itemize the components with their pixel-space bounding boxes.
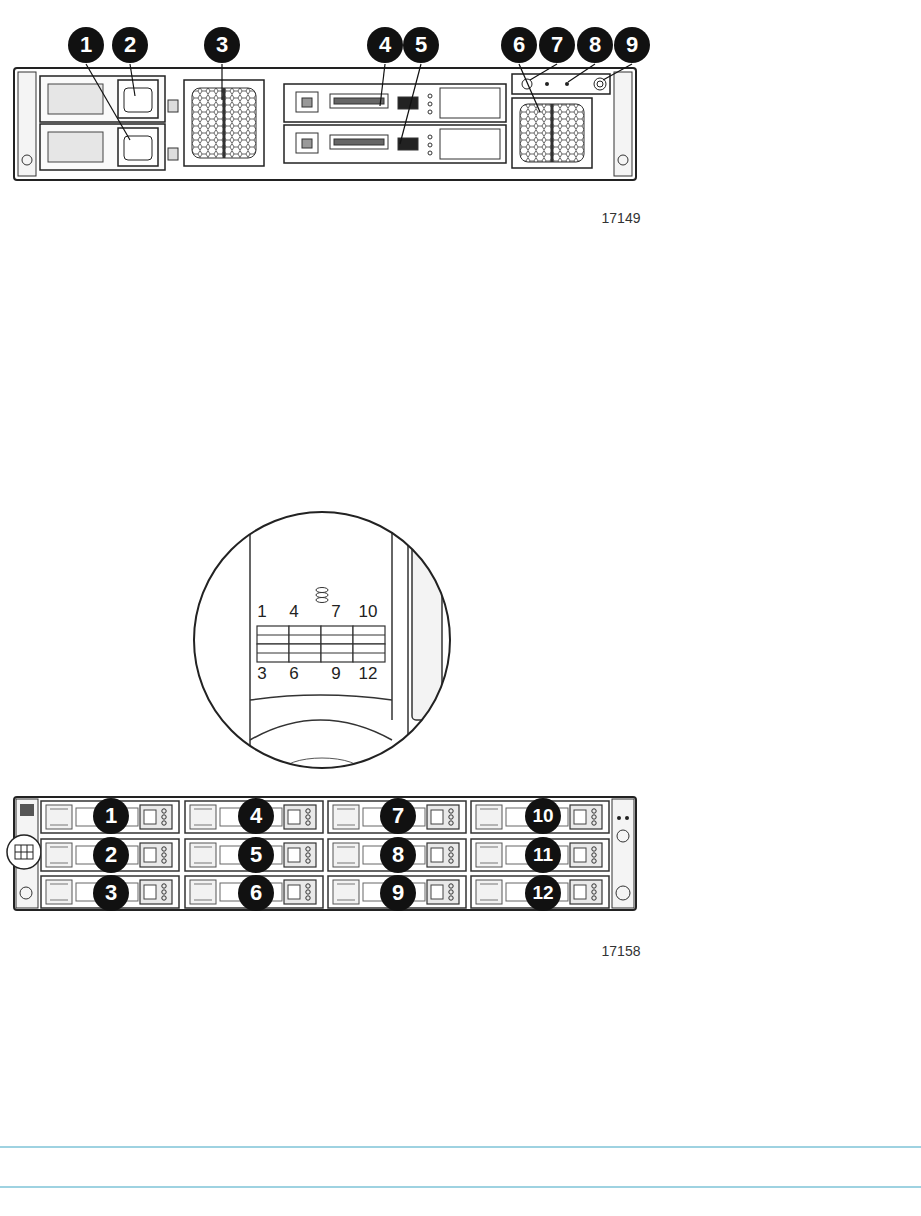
callout-number: 2	[93, 837, 129, 873]
label-text: 3	[105, 880, 117, 906]
bay-number: 4	[289, 603, 298, 621]
callout-number: 4	[238, 798, 274, 834]
callout-number: 3	[93, 875, 129, 911]
callout-number: 5	[238, 837, 274, 873]
figure-number: 17158	[602, 943, 641, 959]
label-text: 4	[379, 32, 391, 58]
callout-number: 1	[93, 798, 129, 834]
callout-number: 6	[238, 875, 274, 911]
callout-number: 9	[380, 875, 416, 911]
label-text: 10	[359, 602, 378, 621]
callout-number: 8	[577, 27, 613, 63]
label-text: 3	[216, 32, 228, 58]
label-text: 17149	[602, 210, 641, 226]
label-text: 4	[289, 602, 298, 621]
bay-number: 1	[257, 603, 266, 621]
label-text: 9	[392, 880, 404, 906]
figure-number: 17149	[602, 210, 641, 226]
label-text: 9	[331, 664, 340, 683]
label-text: 10	[532, 805, 553, 827]
callout-number: 3	[204, 27, 240, 63]
label-text: 7	[551, 32, 563, 58]
label-text: 12	[359, 664, 378, 683]
label-text: 1	[80, 32, 92, 58]
label-text: 5	[250, 842, 262, 868]
label-text: 2	[124, 32, 136, 58]
bay-number: 12	[359, 665, 378, 683]
label-text: 6	[513, 32, 525, 58]
bay-number: 7	[331, 603, 340, 621]
label-text: 6	[289, 664, 298, 683]
label-text: 7	[392, 803, 404, 829]
callout-number: 7	[380, 798, 416, 834]
callout-number: 5	[403, 27, 439, 63]
label-text: 8	[589, 32, 601, 58]
label-text: 9	[626, 32, 638, 58]
callout-number: 4	[367, 27, 403, 63]
bay-number: 10	[359, 603, 378, 621]
callout-number: 11	[525, 837, 561, 873]
bay-number: 3	[257, 665, 266, 683]
label-text: 17158	[602, 943, 641, 959]
label-text: 6	[250, 880, 262, 906]
callout-number: 9	[614, 27, 650, 63]
label-text: 11	[533, 844, 553, 866]
label-text: 3	[257, 664, 266, 683]
label-text: 1	[257, 602, 266, 621]
label-text: 12	[532, 882, 553, 904]
callout-number: 7	[539, 27, 575, 63]
callout-number: 8	[380, 837, 416, 873]
callout-number: 1	[68, 27, 104, 63]
bay-number: 6	[289, 665, 298, 683]
callout-number: 10	[525, 798, 561, 834]
callout-number: 6	[501, 27, 537, 63]
callout-number: 2	[112, 27, 148, 63]
label-text: 1	[105, 803, 117, 829]
label-text: 7	[331, 602, 340, 621]
label-text: 8	[392, 842, 404, 868]
label-text: 4	[250, 803, 262, 829]
bay-number: 9	[331, 665, 340, 683]
label-text: 5	[415, 32, 427, 58]
callout-number: 12	[525, 875, 561, 911]
label-text: 2	[105, 842, 117, 868]
